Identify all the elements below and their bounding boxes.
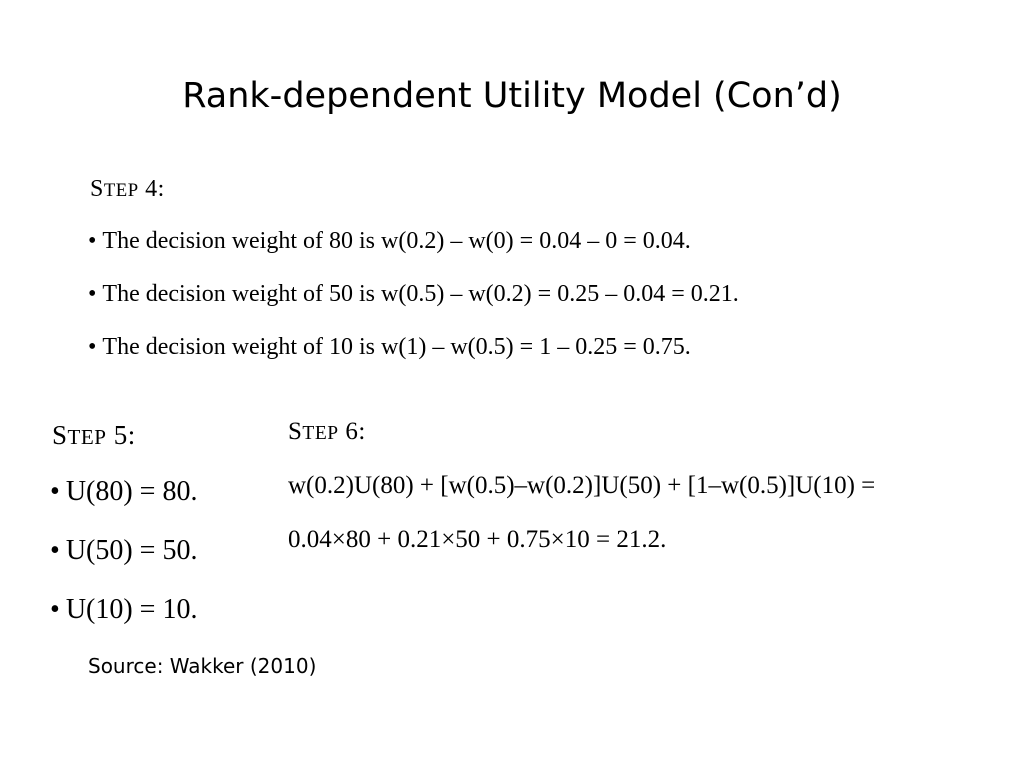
bullet-dot: • bbox=[88, 334, 97, 360]
step5-heading: STEP 5: bbox=[52, 420, 136, 451]
step5-bullet: • U(80) = 80. bbox=[50, 476, 197, 508]
step5-heading-smallcaps: TEP bbox=[67, 425, 107, 449]
step5-heading-initial: S bbox=[52, 420, 68, 450]
step5-heading-number: 5: bbox=[106, 420, 136, 450]
step5-bullet: • U(10) = 10. bbox=[50, 594, 197, 626]
step4-bullet-text: The decision weight of 10 is w(1) – w(0.… bbox=[102, 334, 691, 360]
step5-bullet-text: U(80) = 80. bbox=[65, 476, 198, 507]
step5-bullet: • U(50) = 50. bbox=[50, 535, 197, 567]
step4-bullet: • The decision weight of 50 is w(0.5) – … bbox=[88, 281, 739, 308]
step6-heading: STEP 6: bbox=[288, 418, 366, 446]
step6-heading-number: 6: bbox=[338, 418, 366, 445]
step6-heading-smallcaps: TEP bbox=[302, 423, 339, 444]
step4-bullet-text: The decision weight of 80 is w(0.2) – w(… bbox=[102, 228, 691, 254]
step5-bullet-text: U(50) = 50. bbox=[65, 535, 198, 566]
bullet-dot: • bbox=[50, 476, 60, 507]
bullet-dot: • bbox=[88, 228, 97, 254]
step6-heading-initial: S bbox=[288, 418, 303, 445]
bullet-dot: • bbox=[50, 535, 60, 566]
step4-heading-smallcaps: TEP bbox=[103, 180, 139, 201]
bullet-dot: • bbox=[88, 281, 97, 307]
step6-result-line: 0.04×80 + 0.21×50 + 0.75×10 = 21.2. bbox=[288, 526, 667, 553]
bullet-dot: • bbox=[50, 594, 60, 625]
step4-bullet: • The decision weight of 80 is w(0.2) – … bbox=[88, 228, 691, 255]
step4-bullet: • The decision weight of 10 is w(1) – w(… bbox=[88, 334, 691, 361]
step5-bullet-text: U(10) = 10. bbox=[65, 594, 198, 625]
step4-bullet-text: The decision weight of 50 is w(0.5) – w(… bbox=[102, 281, 739, 307]
step6-equation-line: w(0.2)U(80) + [w(0.5)–w(0.2)]U(50) + [1–… bbox=[288, 472, 876, 499]
source-citation: Source: Wakker (2010) bbox=[88, 654, 317, 678]
step4-heading: STEP 4: bbox=[90, 176, 165, 203]
step4-heading-number: 4: bbox=[138, 176, 165, 202]
slide-title: Rank-dependent Utility Model (Con’d) bbox=[182, 76, 842, 116]
step4-heading-initial: S bbox=[90, 176, 104, 202]
